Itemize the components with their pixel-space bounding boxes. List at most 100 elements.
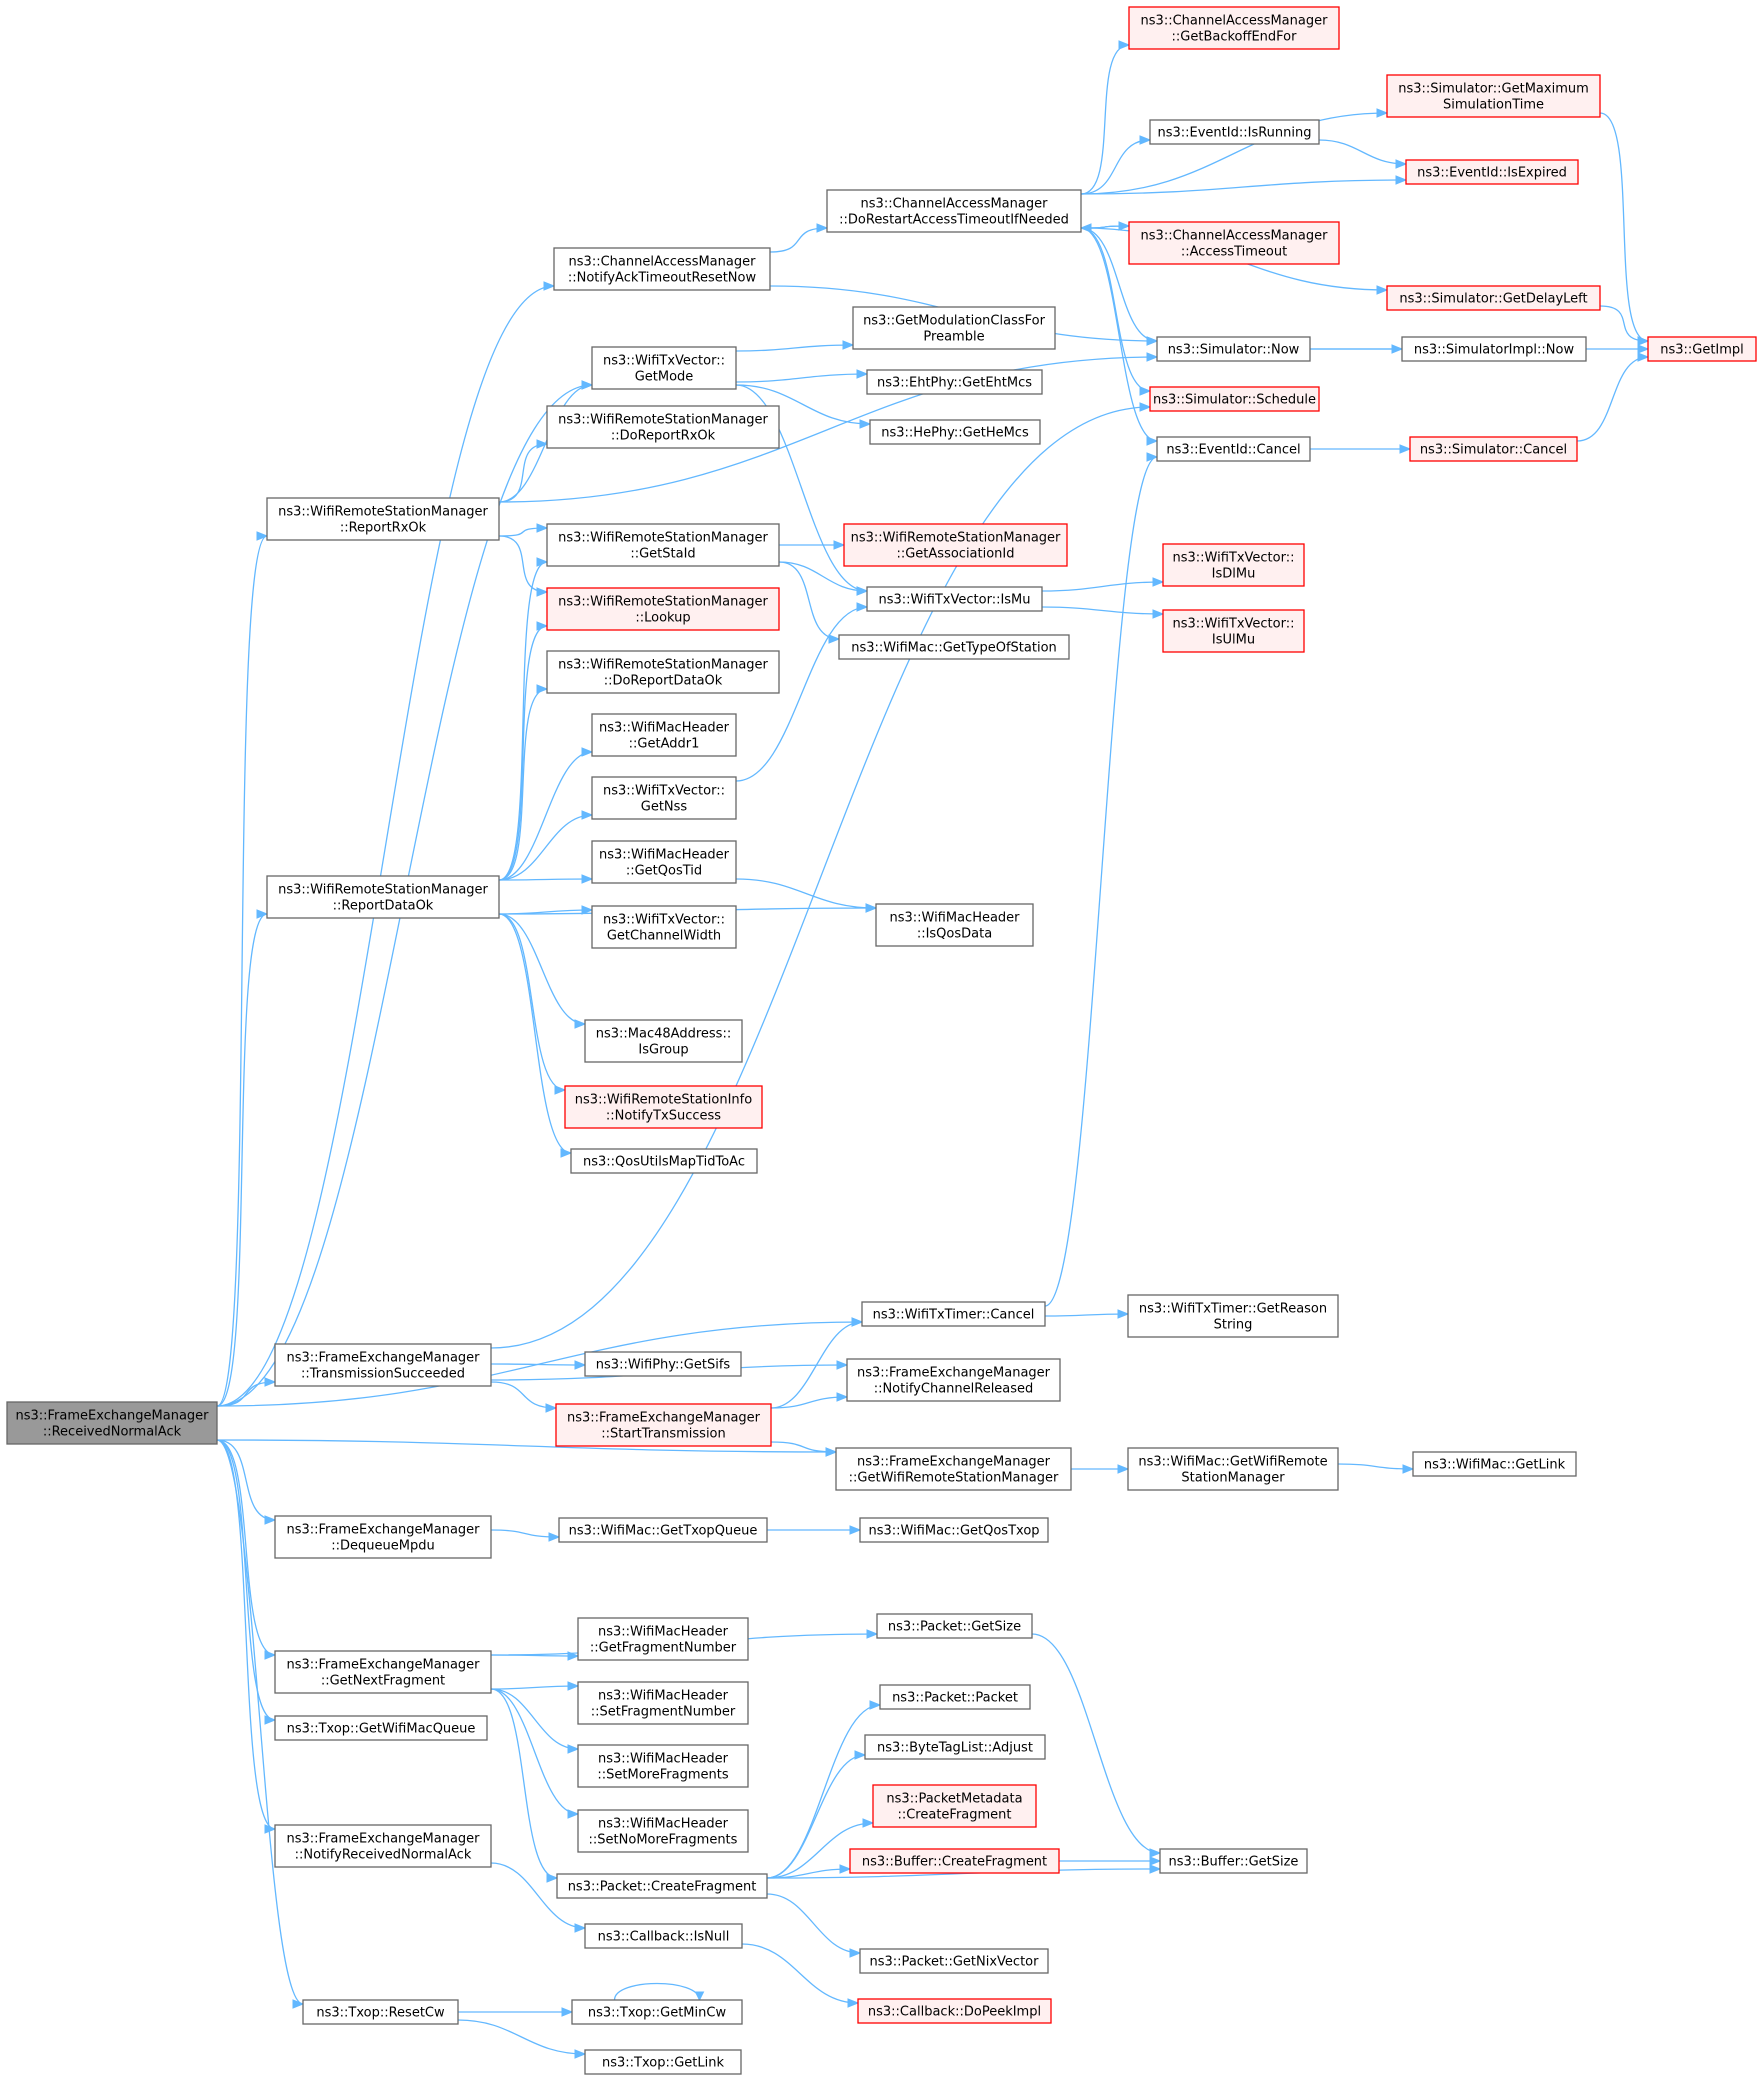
node-doPeekImpl[interactable]: ns3::Callback::DoPeekImpl xyxy=(857,1998,1052,2024)
node-isQosData[interactable]: ns3::WifiMacHeader::IsQosData xyxy=(875,903,1034,947)
node-doReportDataOk[interactable]: ns3::WifiRemoteStationManager::DoReportD… xyxy=(546,650,780,694)
node-box xyxy=(584,1019,743,1063)
node-label: ns3::WifiRemoteStationInfo xyxy=(575,1093,752,1108)
node-txTimerCancel[interactable]: ns3::WifiTxTimer::Cancel xyxy=(861,1301,1046,1327)
node-label: ns3::ChannelAccessManager xyxy=(569,255,757,270)
node-getWifiRemoteStationManager[interactable]: ns3::FrameExchangeManager::GetWifiRemote… xyxy=(835,1447,1072,1491)
node-getWifiMacQueue[interactable]: ns3::Txop::GetWifiMacQueue xyxy=(274,1715,488,1741)
node-macGetLink[interactable]: ns3::WifiMac::GetLink xyxy=(1412,1451,1577,1477)
node-root[interactable]: ns3::FrameExchangeManager::ReceivedNorma… xyxy=(6,1401,218,1445)
node-notifyAckTimeoutResetNow[interactable]: ns3::ChannelAccessManager::NotifyAckTime… xyxy=(553,247,771,291)
node-simulatorNow[interactable]: ns3::Simulator::Now xyxy=(1156,336,1311,362)
node-packetPacket[interactable]: ns3::Packet::Packet xyxy=(879,1684,1031,1710)
node-callbackIsNull[interactable]: ns3::Callback::IsNull xyxy=(584,1923,743,1949)
node-macGetWifiRemoteStationManager[interactable]: ns3::WifiMac::GetWifiRemoteStationManage… xyxy=(1127,1447,1339,1491)
node-simulatorSchedule[interactable]: ns3::Simulator::Schedule xyxy=(1149,386,1320,412)
node-eventIdCancel[interactable]: ns3::EventId::Cancel xyxy=(1156,436,1311,462)
node-getBackoffEndFor[interactable]: ns3::ChannelAccessManager::GetBackoffEnd… xyxy=(1128,6,1340,50)
node-label: ::ReportDataOk xyxy=(333,899,434,914)
edge-root-notifyReceivedNormalAck xyxy=(216,1439,276,1830)
node-getFragmentNumber[interactable]: ns3::WifiMacHeader::GetFragmentNumber xyxy=(577,1617,749,1661)
node-getQosTid[interactable]: ns3::WifiMacHeader::GetQosTid xyxy=(591,840,737,884)
node-getTxopQueue[interactable]: ns3::WifiMac::GetTxopQueue xyxy=(558,1517,768,1543)
edge-arrow xyxy=(825,1447,838,1457)
node-doReportRxOk[interactable]: ns3::WifiRemoteStationManager::DoReportR… xyxy=(546,405,780,449)
node-eventIdIsExpired[interactable]: ns3::EventId::IsExpired xyxy=(1405,159,1579,185)
node-isUlMu[interactable]: ns3::WifiTxVector::IsUlMu xyxy=(1162,609,1305,653)
node-getSifs[interactable]: ns3::WifiPhy::GetSifs xyxy=(584,1351,742,1377)
node-getHeMcs[interactable]: ns3::HePhy::GetHeMcs xyxy=(869,419,1041,445)
node-startTransmission[interactable]: ns3::FrameExchangeManager::StartTransmis… xyxy=(555,1403,772,1447)
node-getTypeOfStation[interactable]: ns3::WifiMac::GetTypeOfStation xyxy=(838,634,1070,660)
node-getDelayLeft[interactable]: ns3::Simulator::GetDelayLeft xyxy=(1386,285,1601,311)
node-label: ::ReportRxOk xyxy=(340,521,427,536)
node-accessTimeout[interactable]: ns3::ChannelAccessManager::AccessTimeout xyxy=(1128,221,1340,265)
node-bufferCreateFragment[interactable]: ns3::Buffer::CreateFragment xyxy=(849,1848,1060,1874)
node-txVectorGetMode[interactable]: ns3::WifiTxVector::GetMode xyxy=(591,346,737,390)
node-box xyxy=(838,634,1070,660)
node-label: ::SetFragmentNumber xyxy=(591,1705,736,1720)
node-dequeueMpdu[interactable]: ns3::FrameExchangeManager::DequeueMpdu xyxy=(274,1515,492,1559)
node-getImpl[interactable]: ns3::GetImpl xyxy=(1647,336,1757,362)
node-lookup[interactable]: ns3::WifiRemoteStationManager::Lookup xyxy=(546,587,780,631)
node-eventIdIsRunning[interactable]: ns3::EventId::IsRunning xyxy=(1149,119,1320,145)
node-qosUtilsMapTidToAc[interactable]: ns3::QosUtilsMapTidToAc xyxy=(570,1148,758,1174)
node-isDlMu[interactable]: ns3::WifiTxVector::IsDlMu xyxy=(1162,543,1305,587)
node-label: ns3::Simulator::Cancel xyxy=(1420,443,1567,458)
node-getMinCw[interactable]: ns3::Txop::GetMinCw xyxy=(571,1999,743,2025)
node-label: ns3::FrameExchangeManager xyxy=(286,1658,480,1673)
node-getAddr1[interactable]: ns3::WifiMacHeader::GetAddr1 xyxy=(591,713,737,757)
edge-arrow xyxy=(856,586,869,596)
edge-root-getWifiMacQueue xyxy=(216,1439,276,1721)
node-label: ns3::Callback::DoPeekImpl xyxy=(868,2005,1041,2020)
node-label: ns3::Buffer::CreateFragment xyxy=(862,1855,1047,1870)
node-reportRxOk[interactable]: ns3::WifiRemoteStationManager::ReportRxO… xyxy=(266,497,500,541)
node-bufferGetSize[interactable]: ns3::Buffer::GetSize xyxy=(1159,1848,1308,1874)
node-isGroup[interactable]: ns3::Mac48Address::IsGroup xyxy=(584,1019,743,1063)
node-label: ns3::FrameExchangeManager xyxy=(286,1351,480,1366)
edge-getStaId-txVectorIsMu xyxy=(778,561,868,592)
node-notifyTxSuccess[interactable]: ns3::WifiRemoteStationInfo::NotifyTxSucc… xyxy=(564,1085,763,1129)
edge-arrow xyxy=(862,1818,875,1828)
node-box xyxy=(843,523,1068,567)
node-resetCw[interactable]: ns3::Txop::ResetCw xyxy=(302,1999,459,2025)
edge-resetCw-txopGetLink xyxy=(457,2019,586,2055)
node-label: ::NotifyChannelReleased xyxy=(874,1382,1034,1397)
node-notifyChannelReleased[interactable]: ns3::FrameExchangeManager::NotifyChannel… xyxy=(846,1358,1061,1402)
node-label: ::GetNextFragment xyxy=(321,1674,445,1689)
node-getEhtMcs[interactable]: ns3::EhtPhy::GetEhtMcs xyxy=(866,369,1043,395)
node-txVectorIsMu[interactable]: ns3::WifiTxVector::IsMu xyxy=(866,586,1043,612)
edge-txTimerCancel-eventIdCancel xyxy=(1044,456,1158,1307)
node-setMoreFragments[interactable]: ns3::WifiMacHeader::SetMoreFragments xyxy=(577,1744,749,1788)
node-getQosTxop[interactable]: ns3::WifiMac::GetQosTxop xyxy=(859,1517,1049,1543)
node-simulatorCancel[interactable]: ns3::Simulator::Cancel xyxy=(1409,436,1578,462)
node-getNixVector[interactable]: ns3::Packet::GetNixVector xyxy=(859,1948,1049,1974)
node-label: ns3::WifiMacHeader xyxy=(598,1625,729,1640)
node-box xyxy=(857,1998,1052,2024)
node-setFragmentNumber[interactable]: ns3::WifiMacHeader::SetFragmentNumber xyxy=(577,1681,749,1725)
node-getNextFragment[interactable]: ns3::FrameExchangeManager::GetNextFragme… xyxy=(274,1650,492,1694)
edge-arrow xyxy=(543,281,556,291)
node-doRestartAccessTimeoutIfNeeded[interactable]: ns3::ChannelAccessManager::DoRestartAcce… xyxy=(826,189,1082,233)
node-notifyReceivedNormalAck[interactable]: ns3::FrameExchangeManager::NotifyReceive… xyxy=(274,1824,492,1868)
node-getAssociationId[interactable]: ns3::WifiRemoteStationManager::GetAssoci… xyxy=(843,523,1068,567)
node-packetGetSize[interactable]: ns3::Packet::GetSize xyxy=(876,1613,1033,1639)
node-packetCreateFragment[interactable]: ns3::Packet::CreateFragment xyxy=(556,1873,768,1899)
node-byteTagListAdjust[interactable]: ns3::ByteTagList::Adjust xyxy=(864,1734,1046,1760)
node-simulatorImplNow[interactable]: ns3::SimulatorImpl::Now xyxy=(1401,336,1587,362)
node-getNss[interactable]: ns3::WifiTxVector::GetNss xyxy=(591,776,737,820)
edge-arrow xyxy=(292,1999,305,2009)
node-getStaId[interactable]: ns3::WifiRemoteStationManager::GetStaId xyxy=(546,523,780,567)
node-packetMetadataCreateFragment[interactable]: ns3::PacketMetadata::CreateFragment xyxy=(872,1784,1037,1828)
node-label: ns3::WifiTxVector::IsMu xyxy=(878,593,1030,608)
node-box xyxy=(1127,1294,1339,1338)
node-setNoMoreFragments[interactable]: ns3::WifiMacHeader::SetNoMoreFragments xyxy=(577,1809,749,1853)
node-getChannelWidth[interactable]: ns3::WifiTxVector::GetChannelWidth xyxy=(591,905,737,949)
edge-arrow xyxy=(828,634,841,644)
node-txopGetLink[interactable]: ns3::Txop::GetLink xyxy=(584,2049,742,2075)
node-transmissionSucceeded[interactable]: ns3::FrameExchangeManager::TransmissionS… xyxy=(274,1343,492,1387)
node-reportDataOk[interactable]: ns3::WifiRemoteStationManager::ReportDat… xyxy=(266,875,500,919)
